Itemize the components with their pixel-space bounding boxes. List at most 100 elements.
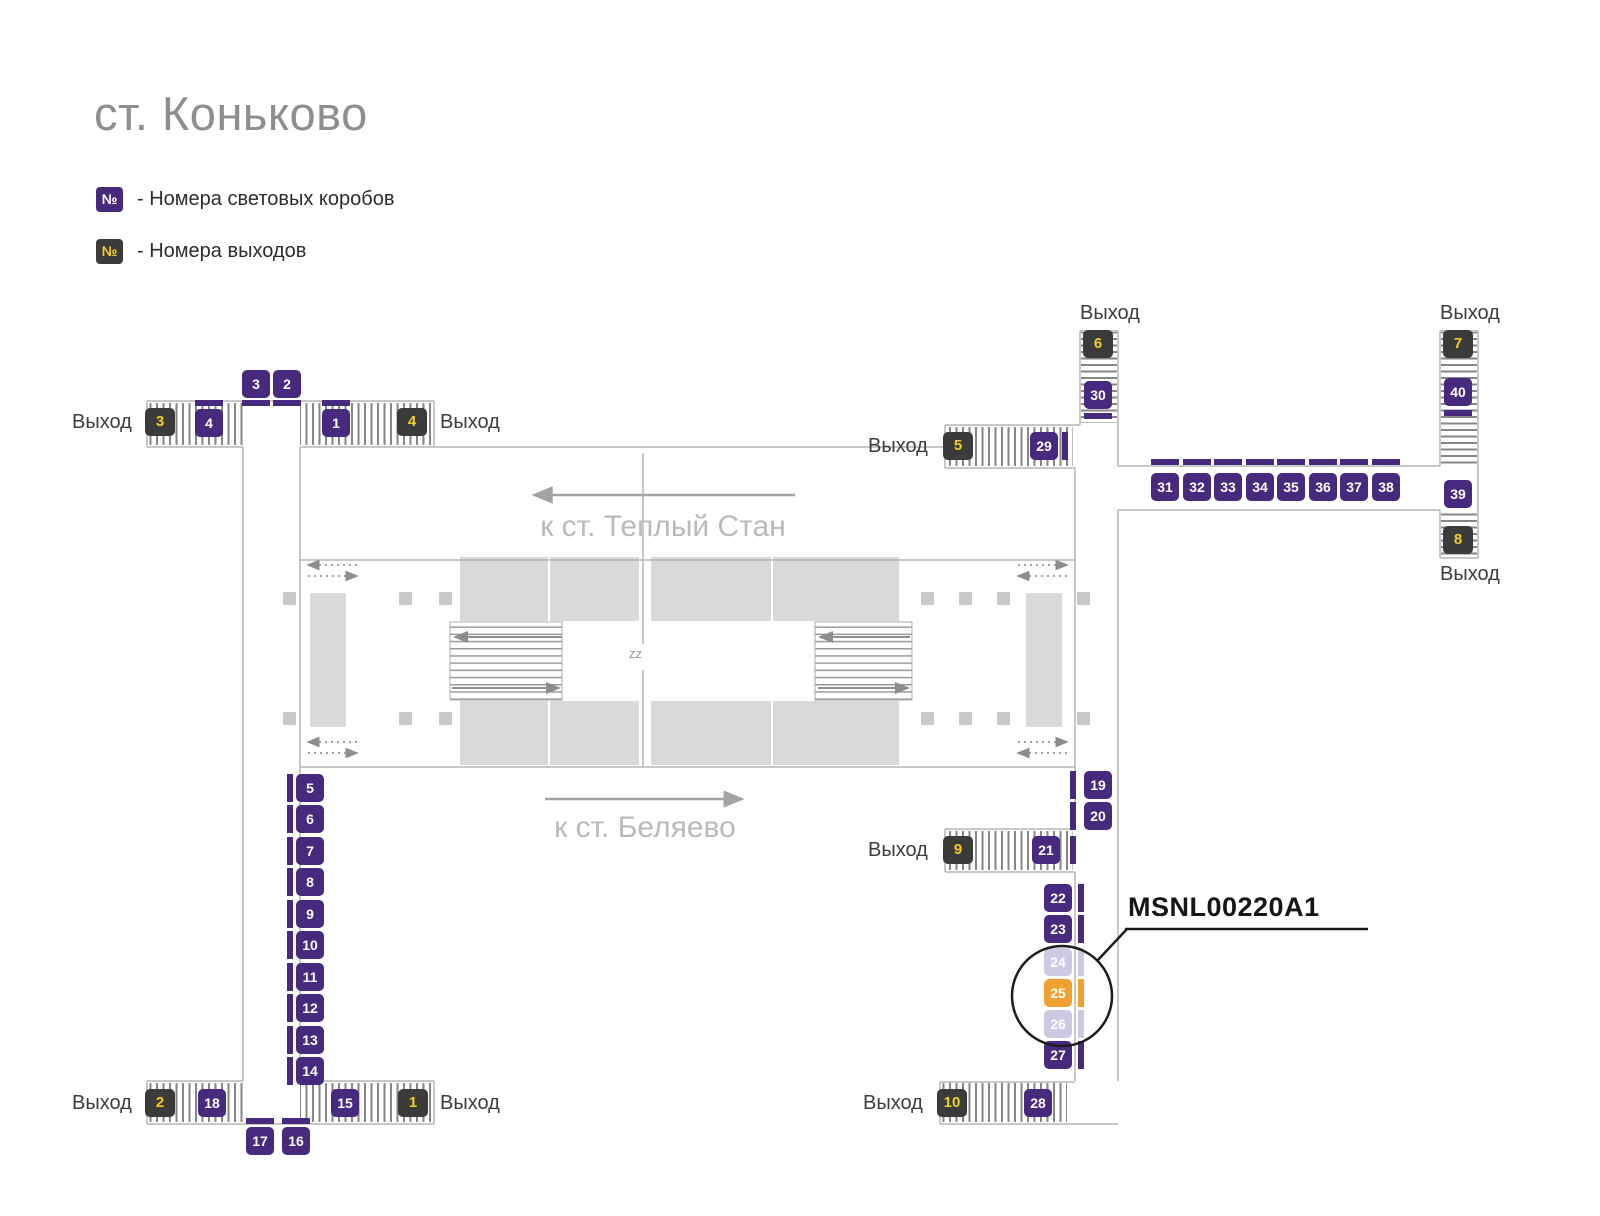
legend-exits: № - Номера выходов [96, 239, 306, 264]
wall-tick [273, 400, 301, 406]
callout-label: MSNL00220A1 [1128, 892, 1320, 922]
direction-arrows [531, 486, 795, 808]
light-box-17: 17 [246, 1127, 274, 1155]
wall-tick [1078, 915, 1084, 943]
light-box-6: 6 [296, 805, 324, 833]
light-box-16: 16 [282, 1127, 310, 1155]
wall-tick [1078, 948, 1084, 976]
wall-tick [1078, 979, 1084, 1007]
wall-tick [1151, 459, 1179, 465]
wall-tick [1372, 459, 1400, 465]
wall-tick [1070, 771, 1076, 799]
light-box-21: 21 [1032, 836, 1060, 864]
wall-tick [287, 1057, 293, 1085]
legend-lightboxes: № - Номера световых коробов [96, 187, 394, 212]
light-box-39: 39 [1444, 480, 1472, 508]
exit-legend-label: - Номера выходов [137, 240, 307, 262]
wall-tick [242, 400, 270, 406]
wall-tick [287, 994, 293, 1022]
exit-box-5: 5 [943, 432, 973, 460]
wall-tick [1070, 802, 1076, 830]
light-box-13: 13 [296, 1026, 324, 1054]
lightbox-legend-label: - Номера световых коробов [137, 188, 395, 210]
exit-box-1: 1 [398, 1089, 428, 1117]
wall-tick [1078, 1041, 1084, 1069]
light-box-28: 28 [1024, 1089, 1052, 1117]
exit-label-9: Выход [868, 839, 928, 861]
light-box-15: 15 [331, 1089, 359, 1117]
wall-tick [1277, 459, 1305, 465]
light-box-7: 7 [296, 837, 324, 865]
wall-tick [1183, 459, 1211, 465]
wall-tick [1078, 884, 1084, 912]
light-box-9: 9 [296, 900, 324, 928]
exit-label-1: Выход [72, 411, 132, 433]
wall-tick [1246, 459, 1274, 465]
exit-box-8: 8 [1443, 526, 1473, 554]
exit-label-4: Выход [440, 1092, 500, 1114]
wall-tick [287, 868, 293, 896]
exit-label-6: Выход [868, 435, 928, 457]
exit-box-7: 7 [1443, 330, 1473, 358]
exit-label-2: Выход [440, 411, 500, 433]
wall-tick [1444, 410, 1472, 416]
exit-label-3: Выход [72, 1092, 132, 1114]
exit-box-4: 4 [397, 408, 427, 436]
exit-label-7: Выход [1440, 302, 1500, 324]
passage-arrows [306, 559, 1069, 759]
exit-box-2: 2 [145, 1089, 175, 1117]
page-title: ст. Коньково [94, 87, 368, 140]
platform-blocks [310, 557, 1062, 765]
light-box-3: 3 [242, 370, 270, 398]
light-box-10: 10 [296, 931, 324, 959]
wall-tick [287, 837, 293, 865]
wall-tick [246, 1118, 274, 1124]
light-box-19: 19 [1084, 771, 1112, 799]
light-box-24: 24 [1044, 948, 1072, 976]
light-box-1: 1 [322, 409, 350, 437]
wall-tick [1214, 459, 1242, 465]
exit-label-5: Выход [1080, 302, 1140, 324]
wall-tick [1309, 459, 1337, 465]
wall-tick [1078, 1010, 1084, 1038]
light-box-38: 38 [1372, 473, 1400, 501]
exit-box-10: 10 [937, 1089, 967, 1117]
wall-tick [322, 400, 350, 406]
wall-tick [195, 400, 223, 406]
light-box-18: 18 [198, 1089, 226, 1117]
exit-label-10: Выход [863, 1092, 923, 1114]
light-box-4: 4 [195, 409, 223, 437]
light-box-23: 23 [1044, 915, 1072, 943]
wall-tick [287, 963, 293, 991]
exit-box-3: 3 [145, 408, 175, 436]
light-box-26: 26 [1044, 1010, 1072, 1038]
light-box-31: 31 [1151, 473, 1179, 501]
light-box-40: 40 [1444, 378, 1472, 406]
wall-tick [287, 1026, 293, 1054]
light-box-27: 27 [1044, 1041, 1072, 1069]
light-box-37: 37 [1340, 473, 1368, 501]
light-box-12: 12 [296, 994, 324, 1022]
light-box-35: 35 [1277, 473, 1305, 501]
wall-tick [287, 900, 293, 928]
direction-belyaevo: к ст. Беляево [554, 811, 736, 844]
light-box-29: 29 [1030, 432, 1058, 460]
exit-label-8: Выход [1440, 563, 1500, 585]
lightbox-number-badge: № [96, 187, 123, 212]
wall-tick [287, 931, 293, 959]
light-box-36: 36 [1309, 473, 1337, 501]
wall-tick [287, 805, 293, 833]
stair-arrows [452, 631, 910, 694]
wall-tick [1084, 413, 1112, 419]
light-box-2: 2 [273, 370, 301, 398]
divider-break-mark: zz [629, 646, 642, 661]
exit-box-9: 9 [943, 836, 973, 864]
light-box-22: 22 [1044, 884, 1072, 912]
wall-tick [1070, 836, 1076, 864]
platform-columns [283, 592, 1090, 725]
direction-teply-stan: к ст. Теплый Стан [540, 510, 786, 543]
exit-number-badge: № [96, 239, 123, 264]
light-box-11: 11 [296, 963, 324, 991]
